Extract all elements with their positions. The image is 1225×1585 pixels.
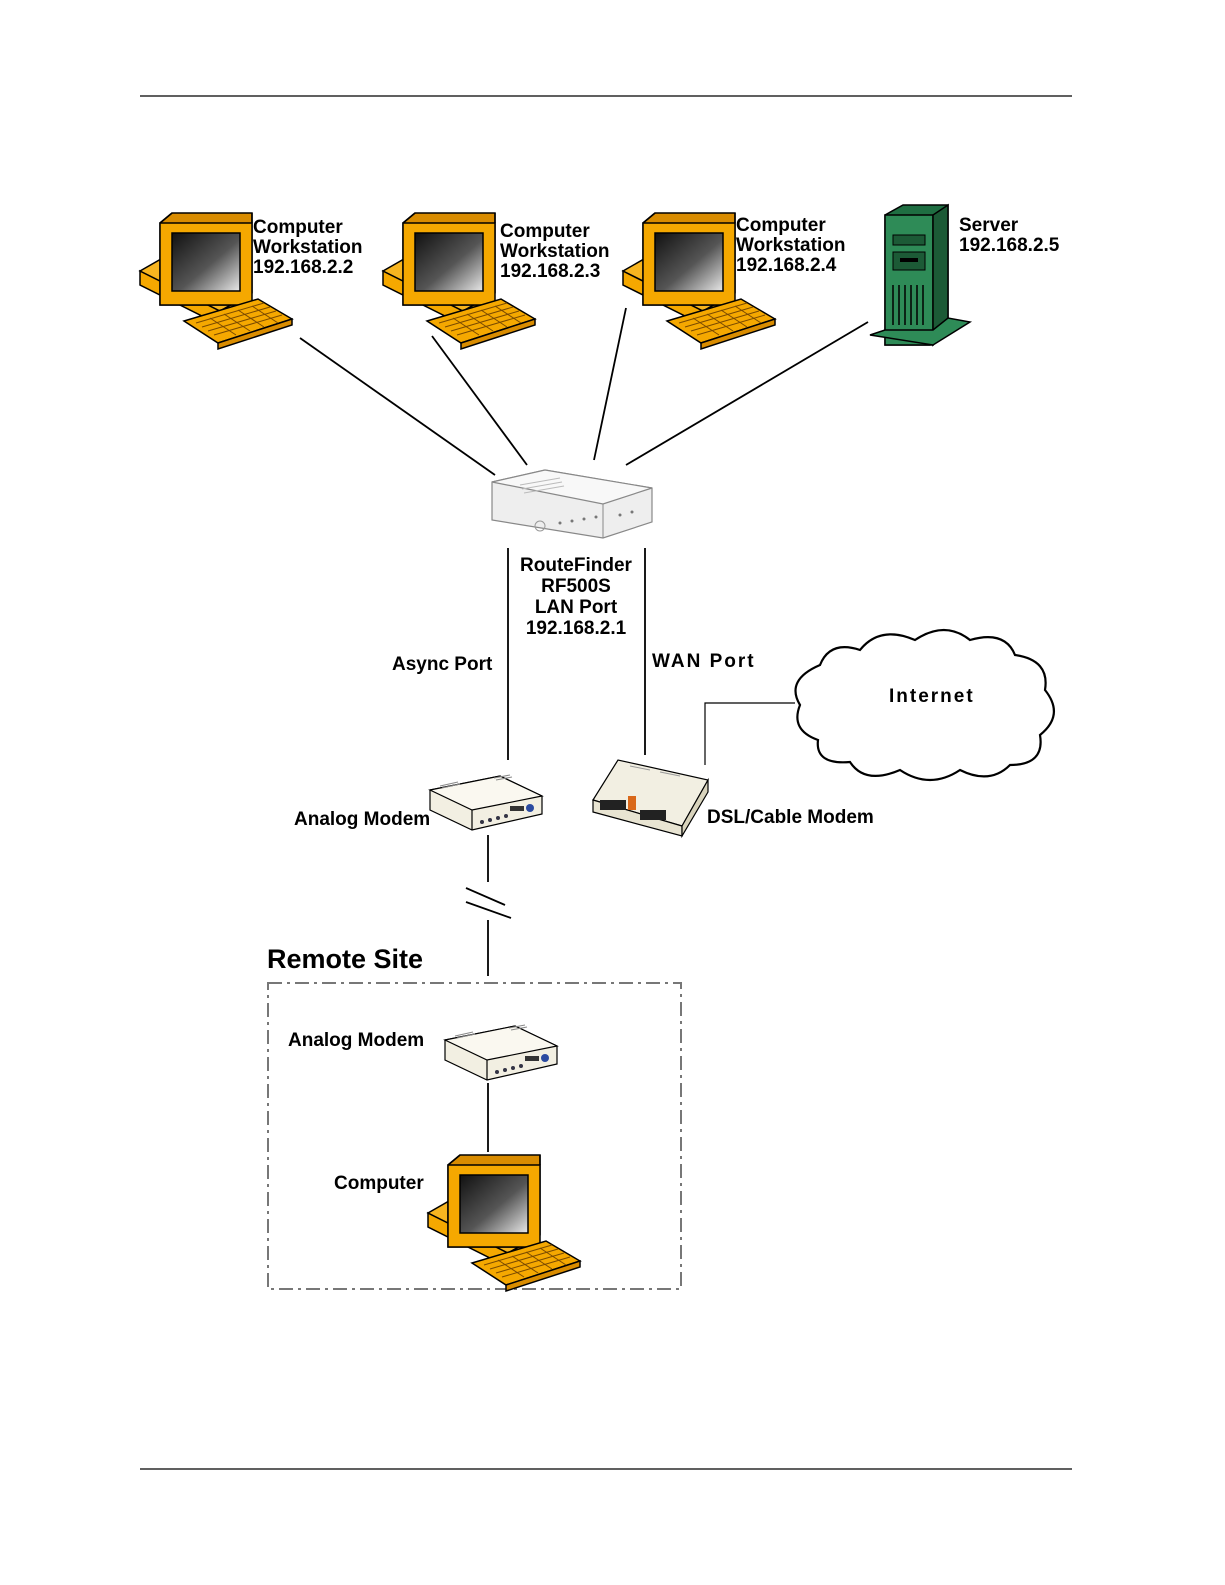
link-ws3-router [594, 308, 626, 460]
break-mark-1 [466, 888, 505, 905]
remote-analog-modem-label: Analog Modem [288, 1031, 424, 1051]
analog-modem-label: Analog Modem [294, 810, 430, 830]
internet-label: Internet [889, 687, 975, 707]
workstation-2-ip: 192.168.2.3 [500, 262, 609, 282]
dsl-cable-modem-label: DSL/Cable Modem [707, 808, 874, 828]
remote-computer-label: Computer [334, 1174, 424, 1194]
router-name: RouteFinder [508, 555, 644, 576]
router-label: RouteFinder RF500S LAN Port 192.168.2.1 [508, 555, 644, 639]
async-port-label: Async Port [392, 655, 492, 675]
workstation-1-type: Workstation [253, 238, 362, 258]
router-ip: 192.168.2.1 [508, 618, 644, 639]
workstation-2-name: Computer [500, 222, 609, 242]
remote-analog-modem-icon [445, 1025, 557, 1080]
workstation-3-label: Computer Workstation 192.168.2.4 [736, 216, 845, 276]
workstation-2-type: Workstation [500, 242, 609, 262]
workstation-2-label: Computer Workstation 192.168.2.3 [500, 222, 609, 282]
remote-computer-icon [428, 1155, 580, 1291]
workstation-1-ip: 192.168.2.2 [253, 258, 362, 278]
workstation-3-name: Computer [736, 216, 845, 236]
link-ws2-router [432, 336, 527, 465]
workstation-3-type: Workstation [736, 236, 845, 256]
server-icon [870, 205, 970, 345]
link-server-router [626, 322, 868, 465]
workstation-1-name: Computer [253, 218, 362, 238]
link-dsl-internet [705, 703, 795, 765]
server-name: Server [959, 216, 1059, 236]
link-ws1-router [300, 338, 495, 475]
workstation-1-label: Computer Workstation 192.168.2.2 [253, 218, 362, 278]
workstation-3-ip: 192.168.2.4 [736, 256, 845, 276]
router-icon [492, 470, 652, 538]
server-ip: 192.168.2.5 [959, 236, 1059, 256]
remote-site-title: Remote Site [267, 944, 423, 974]
server-label: Server 192.168.2.5 [959, 216, 1059, 256]
analog-modem-icon [430, 775, 542, 830]
router-model: RF500S [508, 576, 644, 597]
wan-port-label: WAN Port [652, 652, 756, 672]
dsl-cable-modem-icon [593, 760, 708, 836]
router-lan-port: LAN Port [508, 597, 644, 618]
